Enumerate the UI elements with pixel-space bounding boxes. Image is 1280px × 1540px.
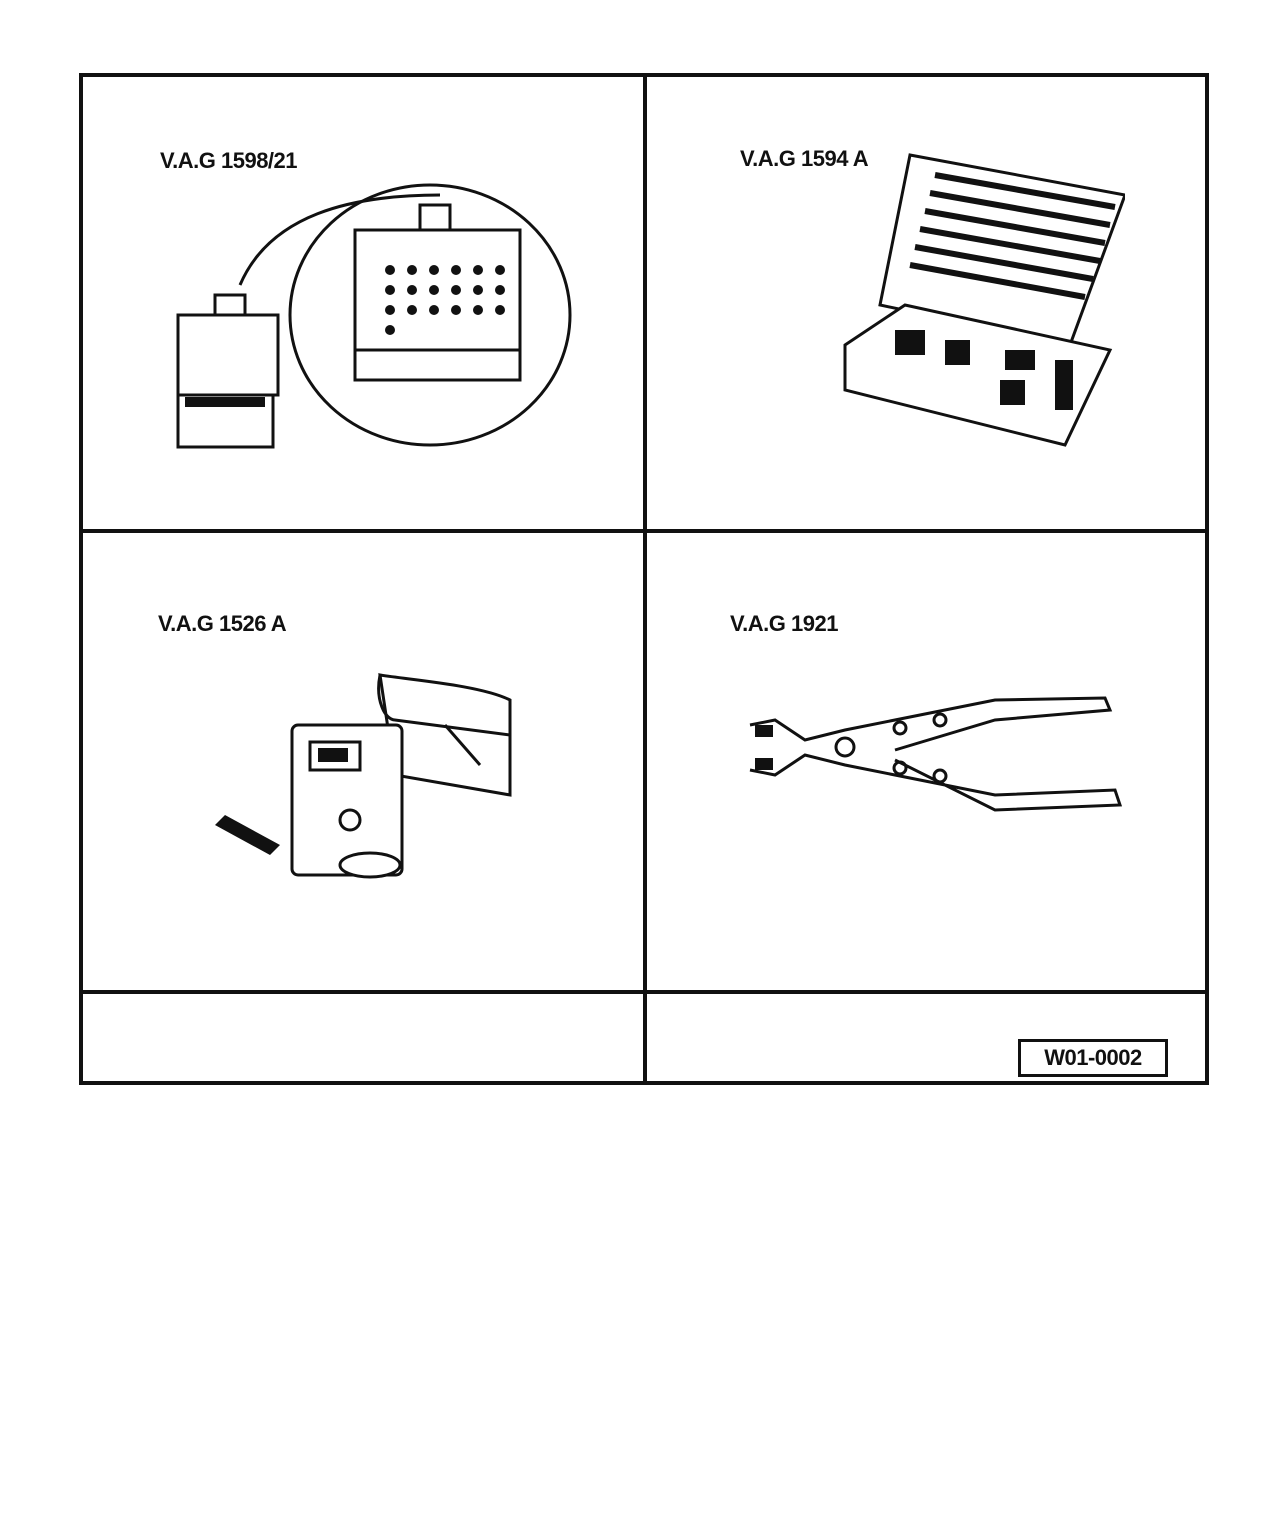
hand-multimeter-icon xyxy=(215,673,512,879)
test-lead-case-icon xyxy=(843,153,1125,447)
tool-label-4: V.A.G 1921 xyxy=(730,611,838,636)
breakout-box-adapter-icon xyxy=(176,183,572,449)
grid-divider-horizontal-2 xyxy=(79,990,1209,994)
tool-label-2: V.A.G 1594 A xyxy=(740,146,869,171)
figure-code: W01-0002 xyxy=(1018,1039,1168,1077)
tool-label-1: V.A.G 1598/21 xyxy=(160,148,298,173)
hose-clamp-pliers-icon xyxy=(749,696,1123,812)
grid-divider-horizontal-1 xyxy=(79,529,1209,533)
grid-divider-vertical xyxy=(643,73,647,1085)
tool-label-3: V.A.G 1526 A xyxy=(158,611,287,636)
